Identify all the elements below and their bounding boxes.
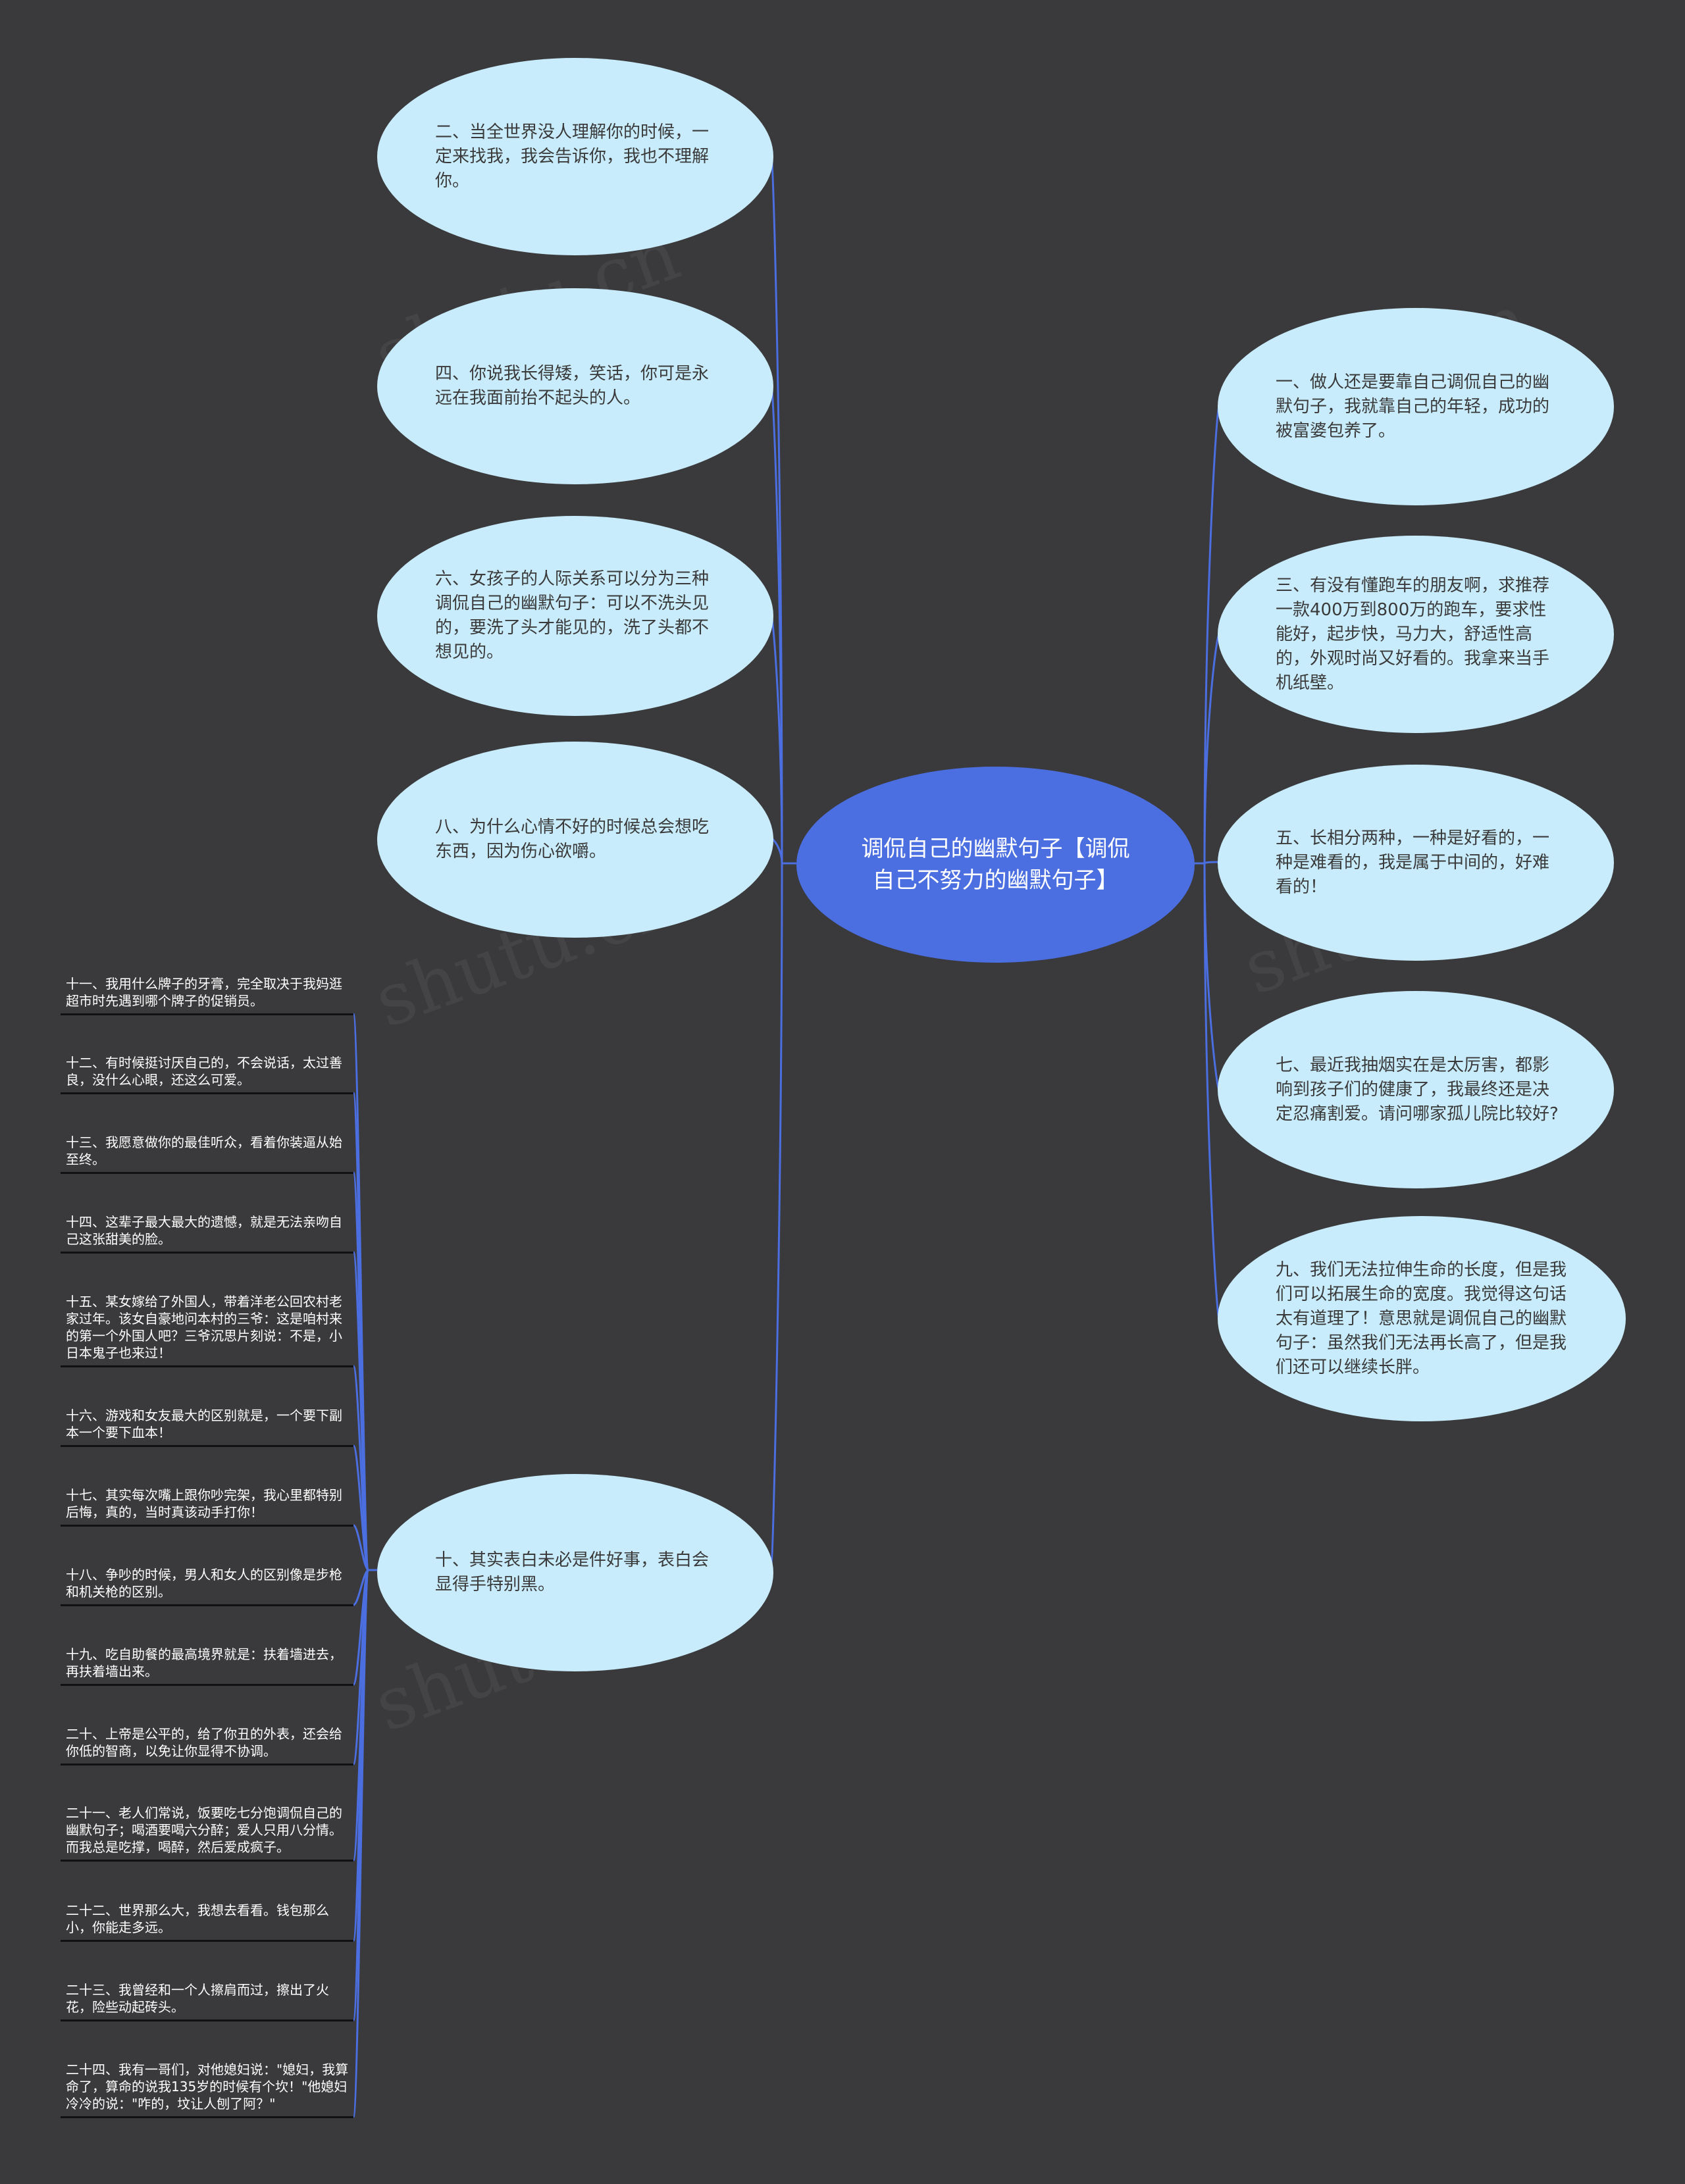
node-l10[interactable]: 十、其实表白未必是件好事，表白会显得手特别黑。 (377, 1474, 773, 1671)
leaf-text: 十三、我愿意做你的最佳听众，看着你装逼从始至终。 (66, 1134, 342, 1167)
leaf-item[interactable]: 十五、某女嫁给了外国人，带着洋老公回农村老家过年。该女自豪地问本村的三爷：这是咱… (61, 1290, 353, 1367)
node-text: 八、为什么心情不好的时候总会想吃东西，因为伤心欲嚼。 (435, 817, 710, 861)
leaf-item[interactable]: 十二、有时候挺讨厌自己的，不会说话，太过善良，没什么心眼，还这么可爱。 (61, 1052, 353, 1094)
leaf-text: 十四、这辈子最大最大的遗憾，就是无法亲吻自己这张甜美的脸。 (66, 1214, 342, 1247)
node-text: 七、最近我抽烟实在是太厉害，都影响到孩子们的健康了，我最终还是决定忍痛割爱。请问… (1276, 1055, 1559, 1124)
node-text: 十、其实表白未必是件好事，表白会显得手特别黑。 (435, 1550, 710, 1594)
leaf-text: 二十四、我有一哥们，对他媳妇说："媳妇，我算命了，算命的说我135岁的时候有个坎… (66, 2062, 349, 2112)
node-text: 三、有没有懂跑车的朋友啊，求推荐一款400万到800万的跑车，要求性能好，起步快… (1276, 575, 1550, 693)
leaf-text: 十五、某女嫁给了外国人，带着洋老公回农村老家过年。该女自豪地问本村的三爷：这是咱… (66, 1294, 342, 1361)
node-r3[interactable]: 三、有没有懂跑车的朋友啊，求推荐一款400万到800万的跑车，要求性能好，起步快… (1218, 536, 1614, 733)
leaf-text: 二十、上帝是公平的，给了你丑的外表，还会给你低的智商，以免让你显得不协调。 (66, 1726, 342, 1759)
connector-to-r3 (1203, 633, 1220, 864)
leaf-text: 十一、我用什么牌子的牙膏，完全取决于我妈逛超市时先遇到哪个牌子的促销员。 (66, 976, 342, 1009)
leaf-text: 十六、游戏和女友最大的区别就是，一个要下副本一个要下血本！ (66, 1408, 342, 1440)
leaf-item[interactable]: 十七、其实每次嘴上跟你吵完架，我心里都特别后悔，真的，当时真该动手打你！ (61, 1484, 353, 1527)
node-l8[interactable]: 八、为什么心情不好的时候总会想吃东西，因为伤心欲嚼。 (377, 742, 773, 938)
node-text: 九、我们无法拉伸生命的长度，但是我们可以拓展生命的宽度。我觉得这句话太有道理了！… (1276, 1259, 1567, 1377)
leaf-text: 二十二、世界那么大，我想去看看。钱包那么小，你能走多远。 (66, 1902, 329, 1935)
leaf-item[interactable]: 十三、我愿意做你的最佳听众，看着你装逼从始至终。 (61, 1131, 353, 1174)
leaf-item[interactable]: 二十、上帝是公平的，给了你丑的外表，还会给你低的智商，以免让你显得不协调。 (61, 1723, 353, 1765)
leaf-item[interactable]: 十一、我用什么牌子的牙膏，完全取决于我妈逛超市时先遇到哪个牌子的促销员。 (61, 973, 353, 1015)
leaf-text: 十九、吃自助餐的最高境界就是：扶着墙进去，再扶着墙出来。 (66, 1646, 342, 1679)
leaf-text: 二十一、老人们常说，饭要吃七分饱调侃自己的幽默句子；喝酒要喝六分醉；爱人只用八分… (66, 1805, 342, 1855)
node-l6[interactable]: 六、女孩子的人际关系可以分为三种调侃自己的幽默句子：可以不洗头见的，要洗了头才能… (377, 516, 773, 716)
connector-to-r5 (1203, 861, 1220, 865)
node-text: 五、长相分两种，一种是好看的，一种是难看的，我是属于中间的，好难看的！ (1276, 828, 1550, 897)
connector-to-l10 (770, 863, 783, 1564)
leaf-item[interactable]: 二十一、老人们常说，饭要吃七分饱调侃自己的幽默句子；喝酒要喝六分醉；爱人只用八分… (61, 1802, 353, 1862)
connector-to-leaf (352, 1569, 370, 2118)
node-r7[interactable]: 七、最近我抽烟实在是太厉害，都影响到孩子们的健康了，我最终还是决定忍痛割爱。请问… (1218, 991, 1614, 1188)
connector-to-leaf (352, 1524, 370, 1571)
leaf-item[interactable]: 十九、吃自助餐的最高境界就是：扶着墙进去，再扶着墙出来。 (61, 1643, 353, 1686)
node-text: 四、你说我长得矮，笑话，你可是永远在我面前抬不起头的人。 (435, 364, 710, 408)
node-r9[interactable]: 九、我们无法拉伸生命的长度，但是我们可以拓展生命的宽度。我觉得这句话太有道理了！… (1218, 1216, 1626, 1421)
center-node[interactable]: 调侃自己的幽默句子【调侃自己不努力的幽默句子】 (796, 767, 1195, 963)
node-text: 二、当全世界没人理解你的时候，一定来找我，我会告诉你，我也不理解你。 (435, 122, 710, 191)
connector-to-l4 (770, 385, 783, 864)
node-l4[interactable]: 四、你说我长得矮，笑话，你可是永远在我面前抬不起头的人。 (377, 288, 773, 484)
node-r5[interactable]: 五、长相分两种，一种是好看的，一种是难看的，我是属于中间的，好难看的！ (1218, 765, 1614, 961)
leaf-item[interactable]: 十六、游戏和女友最大的区别就是，一个要下副本一个要下血本！ (61, 1404, 353, 1447)
leaf-text: 十七、其实每次嘴上跟你吵完架，我心里都特别后悔，真的，当时真该动手打你！ (66, 1487, 342, 1520)
connector-to-r9 (1203, 863, 1220, 1320)
leaf-item[interactable]: 十四、这辈子最大最大的遗憾，就是无法亲吻自己这张甜美的脸。 (61, 1211, 353, 1254)
leaf-text: 十二、有时候挺讨厌自己的，不会说话，太过善良，没什么心眼，还这么可爱。 (66, 1055, 342, 1088)
node-l2[interactable]: 二、当全世界没人理解你的时候，一定来找我，我会告诉你，我也不理解你。 (377, 58, 773, 255)
connector-to-leaf (352, 1444, 370, 1571)
connector-to-r1 (1203, 405, 1220, 864)
node-r1[interactable]: 一、做人还是要靠自己调侃自己的幽默句子，我就靠自己的年轻，成功的被富婆包养了。 (1218, 308, 1614, 505)
leaf-item[interactable]: 二十三、我曾经和一个人擦肩而过，擦出了火花，险些动起砖头。 (61, 1979, 353, 2021)
leaf-item[interactable]: 二十二、世界那么大，我想去看看。钱包那么小，你能走多远。 (61, 1899, 353, 1942)
leaf-connectors (352, 1013, 370, 2118)
leaf-item[interactable]: 十八、争吵的时候，男人和女人的区别像是步枪和机关枪的区别。 (61, 1563, 353, 1606)
node-text: 六、女孩子的人际关系可以分为三种调侃自己的幽默句子：可以不洗头见的，要洗了头才能… (435, 569, 710, 662)
center-node-text: 调侃自己的幽默句子【调侃自己不努力的幽默句子】 (861, 836, 1130, 894)
leaf-text: 二十三、我曾经和一个人擦肩而过，擦出了火花，险些动起砖头。 (66, 1982, 329, 2015)
leaf-item[interactable]: 二十四、我有一哥们，对他媳妇说："媳妇，我算命了，算命的说我135岁的时候有个坎… (61, 2058, 353, 2118)
node-text: 一、做人还是要靠自己调侃自己的幽默句子，我就靠自己的年轻，成功的被富婆包养了。 (1276, 372, 1550, 441)
leaf-text: 十八、争吵的时候，男人和女人的区别像是步枪和机关枪的区别。 (66, 1567, 342, 1600)
